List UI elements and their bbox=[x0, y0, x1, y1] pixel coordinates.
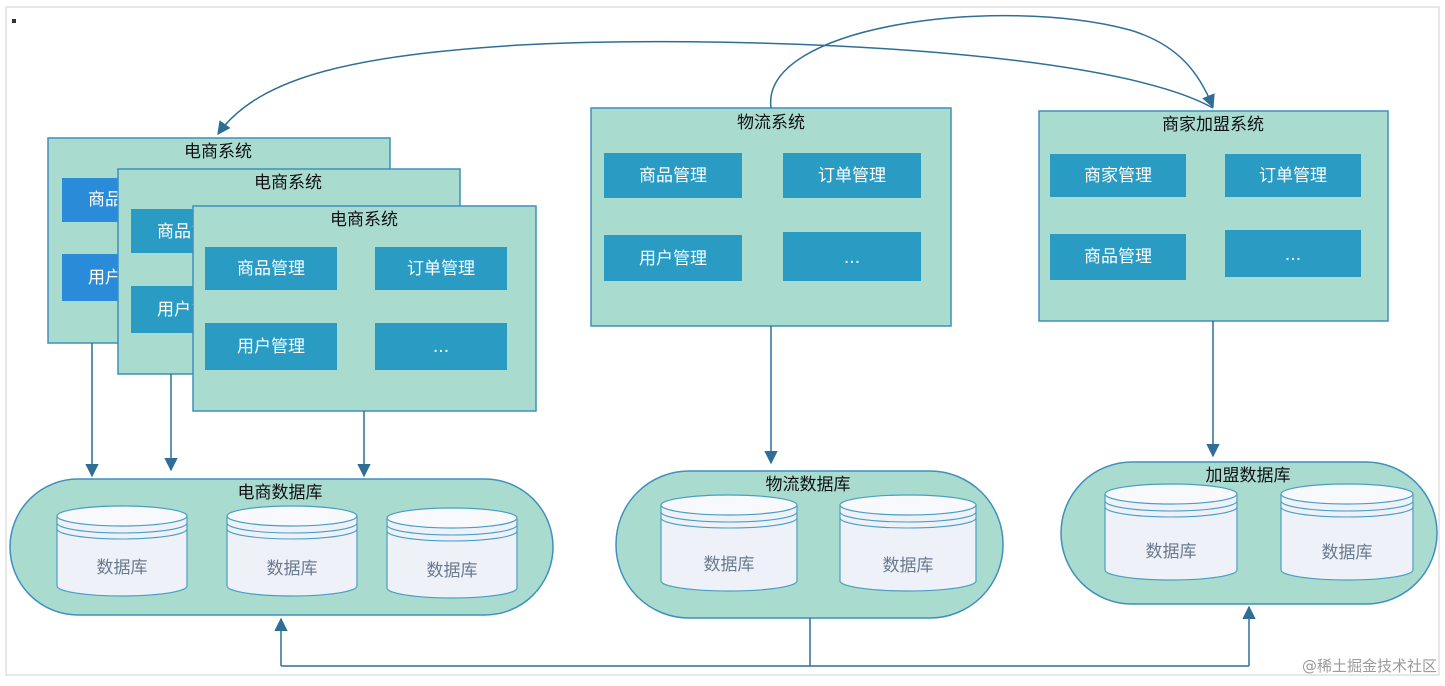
database-cylinder bbox=[839, 494, 977, 592]
module-box bbox=[604, 153, 742, 198]
merchant-system: 商家加盟系统 商家管理 订单管理 商品管理 ... bbox=[1038, 110, 1389, 322]
corner-dot bbox=[12, 19, 16, 23]
database-label: 数据库 bbox=[704, 555, 755, 575]
module-box bbox=[131, 286, 201, 333]
logistics-db-group: 物流数据库 数据库 数据库 bbox=[615, 470, 1004, 619]
logistics-system-title: 物流系统 bbox=[737, 113, 805, 133]
ecommerce-db-group: 电商数据库 数据库 数据库 数据库 bbox=[9, 478, 554, 616]
module-label: 订单管理 bbox=[1259, 166, 1327, 186]
merchant-system-title: 商家加盟系统 bbox=[1162, 115, 1264, 135]
module-label: 订单管理 bbox=[818, 166, 886, 186]
module-label: ... bbox=[844, 248, 860, 268]
database-cylinder bbox=[56, 505, 188, 597]
db-group-title: 电商数据库 bbox=[238, 483, 323, 503]
database-cylinder bbox=[660, 494, 798, 592]
module-box bbox=[375, 323, 507, 370]
merchant-db-group: 加盟数据库 数据库 数据库 bbox=[1060, 461, 1438, 605]
module-box bbox=[205, 247, 337, 290]
module-label: 商品管理 bbox=[237, 259, 305, 279]
module-box bbox=[783, 153, 921, 198]
module-label: 用户管理 bbox=[639, 249, 707, 269]
module-box bbox=[205, 323, 337, 370]
module-label: 订单管理 bbox=[407, 259, 475, 279]
watermark: @稀土掘金技术社区 bbox=[1301, 657, 1437, 675]
database-label: 数据库 bbox=[1146, 542, 1197, 562]
logistics-system: 物流系统 商品管理 订单管理 用户管理 ... bbox=[590, 107, 952, 327]
db-group-title: 物流数据库 bbox=[766, 475, 851, 495]
module-label: 商品管理 bbox=[1084, 247, 1152, 267]
database-label: 数据库 bbox=[97, 558, 148, 578]
database-cylinder bbox=[386, 507, 518, 599]
connectors bbox=[85, 14, 1256, 667]
module-box bbox=[1225, 154, 1361, 197]
database-label: 数据库 bbox=[267, 559, 318, 579]
module-label: ... bbox=[433, 337, 449, 357]
database-cylinder bbox=[1280, 483, 1414, 581]
database-cylinder bbox=[1104, 483, 1238, 581]
module-label: 商家管理 bbox=[1084, 166, 1152, 186]
module-label: 用户管理 bbox=[237, 337, 305, 357]
module-label: 商品管理 bbox=[639, 166, 707, 186]
module-box bbox=[1050, 154, 1186, 197]
module-box bbox=[1050, 234, 1186, 280]
database-cylinder bbox=[226, 505, 358, 597]
db-group-title: 加盟数据库 bbox=[1206, 466, 1291, 486]
database-label: 数据库 bbox=[1322, 543, 1373, 563]
ecommerce-system-title: 电商系统 bbox=[184, 142, 252, 162]
module-label: ... bbox=[1285, 245, 1301, 265]
database-label: 数据库 bbox=[883, 556, 934, 576]
curve-merchant-to-ecommerce bbox=[217, 40, 1214, 136]
curve-logistics-to-merchant bbox=[770, 14, 1215, 109]
module-box bbox=[1225, 230, 1361, 277]
database-label: 数据库 bbox=[427, 561, 478, 581]
module-box bbox=[604, 235, 742, 281]
module-box bbox=[131, 209, 201, 253]
ecommerce-system-front: 电商系统 商品管理 订单管理 用户管理 ... bbox=[192, 205, 537, 412]
outer-frame bbox=[5, 6, 1440, 676]
ecommerce-system-title: 电商系统 bbox=[330, 210, 398, 230]
module-box bbox=[375, 247, 507, 290]
module-box bbox=[783, 232, 921, 281]
ecommerce-system-title: 电商系统 bbox=[254, 173, 322, 193]
